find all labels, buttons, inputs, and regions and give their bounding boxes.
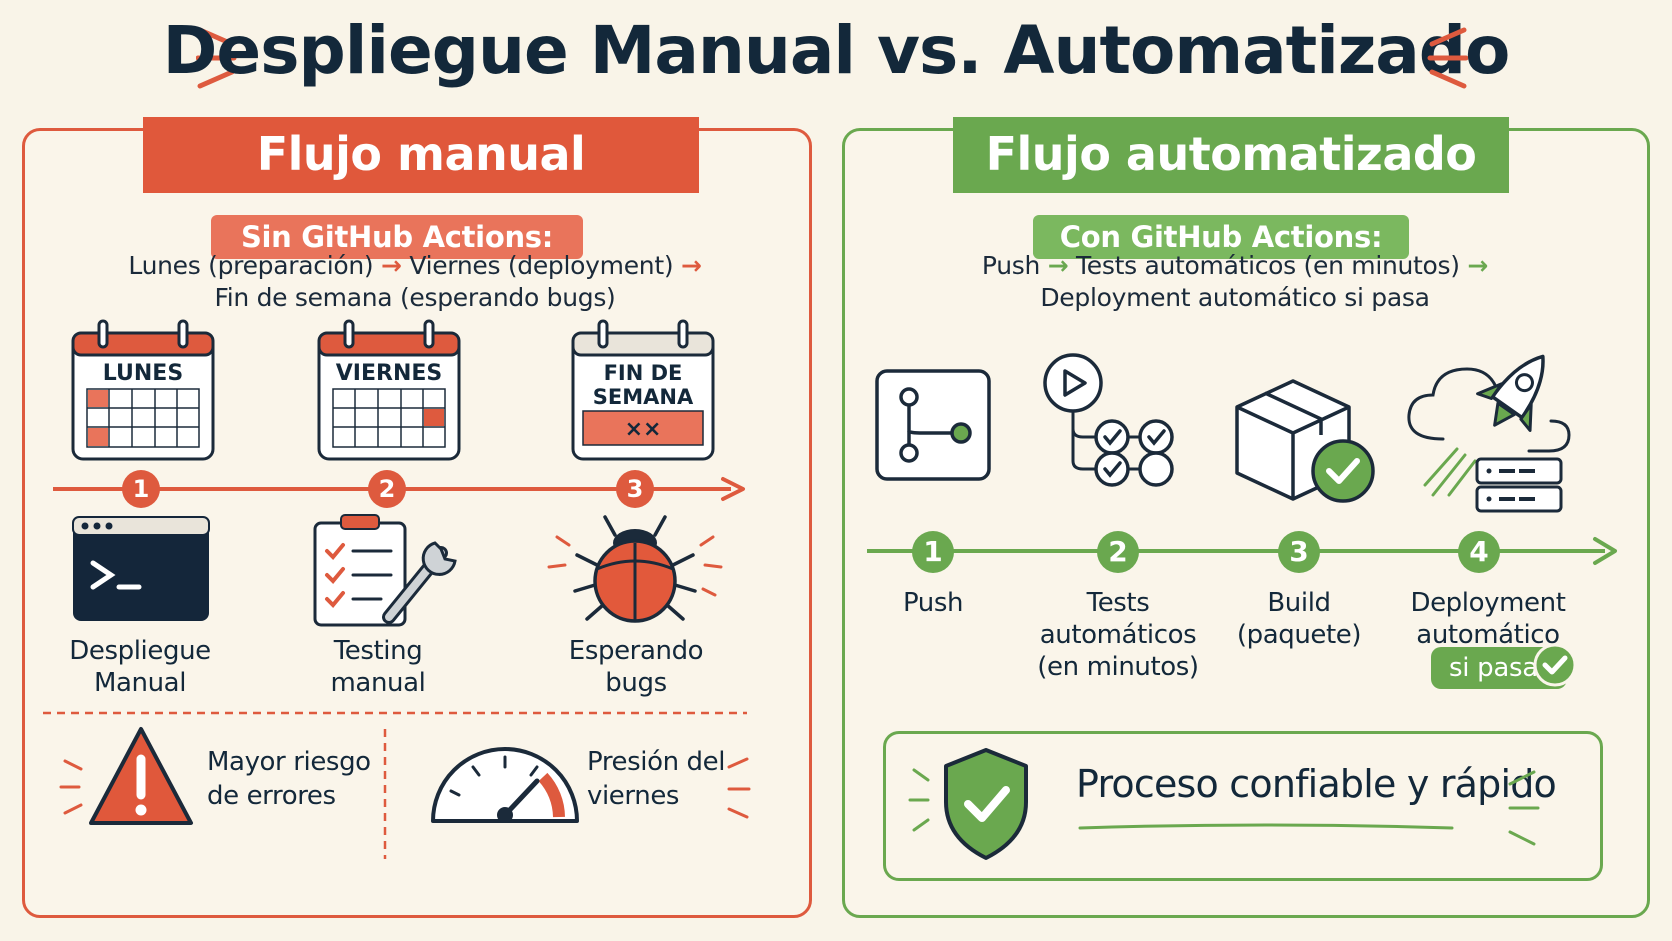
shield-check-icon (908, 748, 1028, 860)
calendar-row (71, 319, 715, 461)
checklist-wrench-icon (313, 514, 457, 627)
auto-step-2-label: Tests automáticos(en minutos) (1037, 588, 1199, 682)
manual-flow-line2: Fin de semana (esperando bugs) (214, 283, 616, 312)
auto-step-3-badge: 3 (1278, 531, 1320, 573)
calendar-fin-de-semana-icon (571, 319, 715, 461)
manual-subtitle: Sin GitHub Actions: (211, 215, 583, 259)
pipeline-checks-icon (1043, 353, 1174, 487)
proceso-underline (1078, 823, 1454, 830)
auto-subtitle: Con GitHub Actions: (1033, 215, 1409, 259)
warning-icon (59, 727, 193, 825)
manual-flow-line1: Lunes (preparación) → Viernes (deploymen… (128, 251, 702, 280)
si-pasa-check-icon (1533, 643, 1577, 687)
auto-step-1-badge: 1 (912, 531, 954, 573)
auto-flow-panel: Flujo automatizado Con GitHub Actions: P… (842, 117, 1650, 918)
auto-step-4-badge: 4 (1458, 531, 1500, 573)
proceso-text: Proceso confiable y rápido (1076, 762, 1557, 806)
rocket-server-icon (1407, 354, 1571, 513)
proceso-burst-icon (1508, 770, 1540, 846)
title-burst-right-icon (1427, 27, 1468, 89)
calendar-lunes-icon (71, 319, 215, 461)
manual-step-1-badge: 1 (122, 470, 160, 508)
gauge-icon (431, 747, 579, 823)
git-branch-icon (875, 369, 991, 481)
calendar-lunes-label: LUNES (102, 361, 184, 386)
page-title: Despliegue Manual vs. Automatizado (162, 12, 1511, 89)
auto-step-3-label: Build(paquete) (1236, 588, 1362, 650)
auto-step-1-label: Push (902, 588, 964, 618)
calendar-viernes-icon (317, 319, 461, 461)
proceso-summary-box: Proceso confiable y rápido (883, 731, 1603, 881)
auto-flow-line2: Deployment automático si pasa (1040, 283, 1430, 312)
calendar-fin-de-semana-label: FIN DE SEMANA (592, 361, 694, 409)
manual-step-2-badge: 2 (368, 470, 406, 508)
manual-banner: Flujo manual (143, 117, 699, 193)
terminal-icon (72, 516, 210, 621)
manual-flow-panel: Flujo manual Sin GitHub Actions: Lunes (… (22, 117, 812, 918)
pressure-burst-icon (727, 757, 751, 819)
auto-banner: Flujo automatizado (953, 117, 1509, 193)
auto-step-2-badge: 2 (1097, 531, 1139, 573)
risk-divider (43, 711, 747, 859)
auto-timeline (867, 537, 1617, 565)
calendar-x-marks: ×× (624, 417, 662, 442)
package-check-icon (1235, 379, 1375, 503)
title-burst-left-icon (196, 27, 237, 89)
auto-flow-line1: Push → Tests automáticos (en minutos) → (981, 251, 1489, 280)
calendar-viernes-label: VIERNES (335, 361, 443, 386)
bug-icon (547, 515, 723, 623)
manual-step-3-badge: 3 (616, 470, 654, 508)
